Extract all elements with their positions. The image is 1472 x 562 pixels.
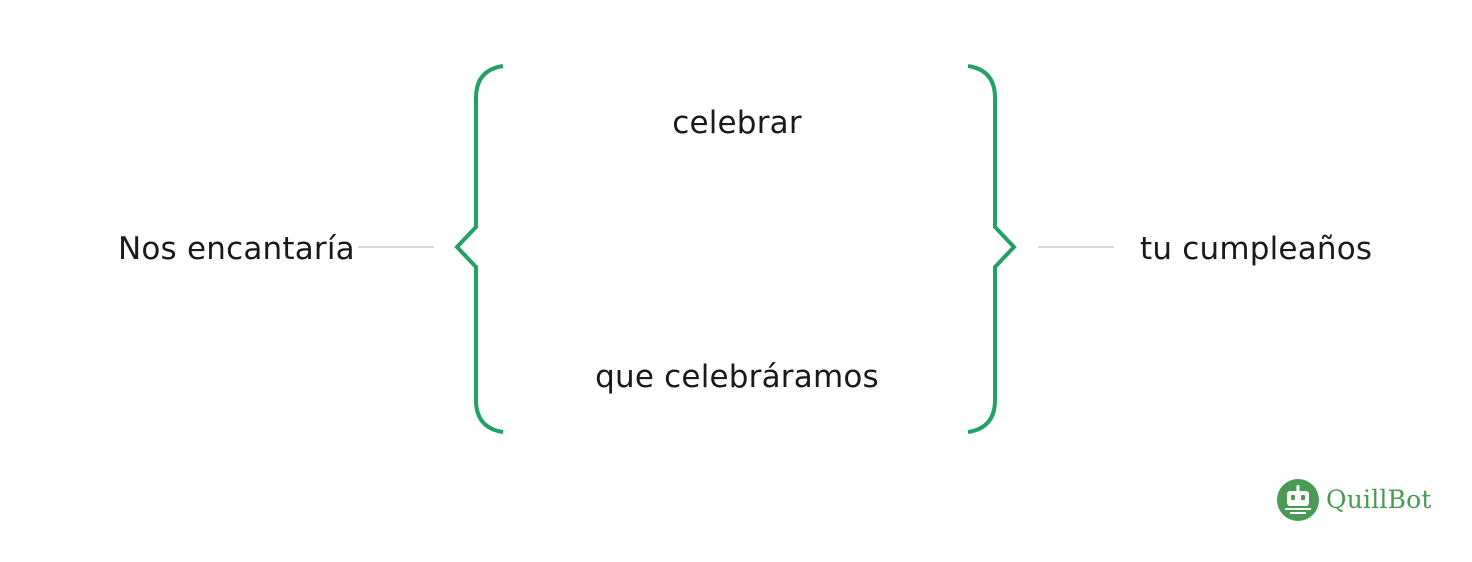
option-top: celebrar [672,105,802,141]
quillbot-robot-icon [1277,479,1319,521]
quillbot-wordmark: QuillBot [1326,485,1432,514]
left-curly-brace [454,64,504,434]
left-phrase: Nos encantaría [118,231,355,267]
option-bottom: que celebráramos [595,359,879,395]
quillbot-logo: QuillBot [1277,479,1432,521]
right-curly-brace [967,64,1017,434]
right-phrase: tu cumpleaños [1140,231,1373,267]
